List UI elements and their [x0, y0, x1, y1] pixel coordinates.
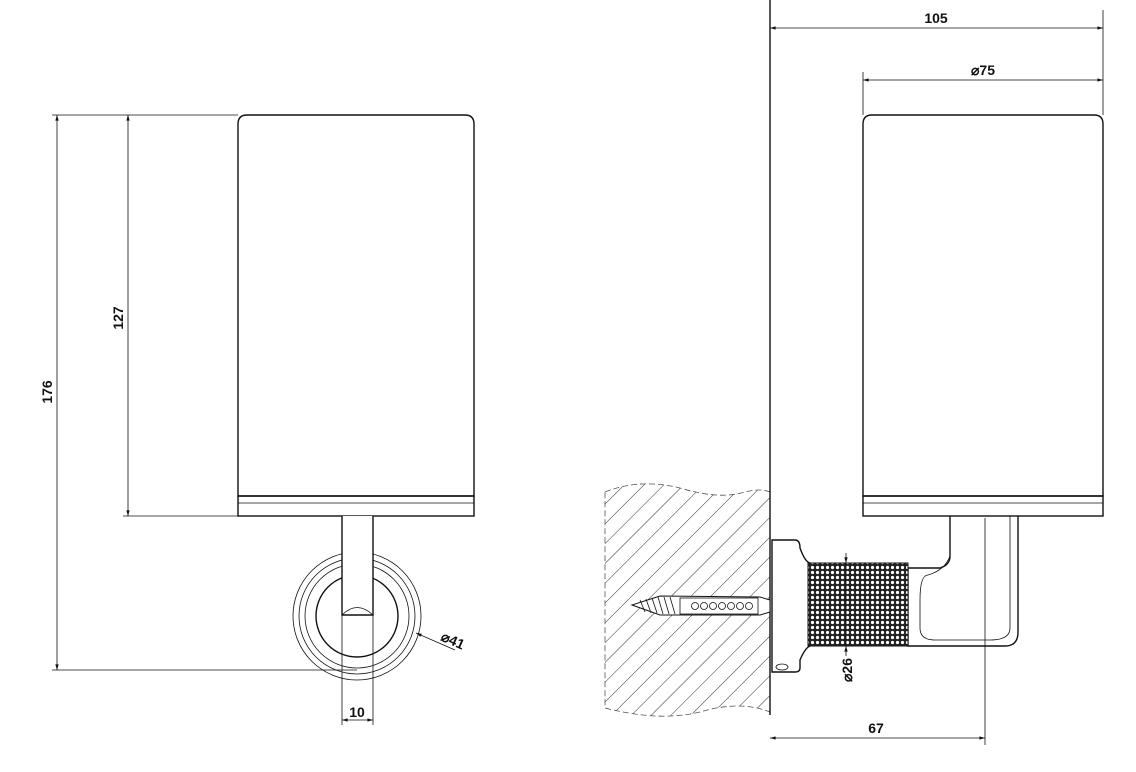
dim-knurl-diameter: ⌀26 [839, 658, 855, 682]
dim-depth-total: 105 [924, 10, 948, 26]
dim-arm-depth: 67 [868, 720, 884, 736]
support-stem [341, 516, 374, 616]
dim-rosette-diameter: ⌀41 [439, 628, 468, 652]
dim-height-container: 127 [110, 306, 126, 330]
container-body [237, 114, 475, 497]
side-view: 105 ⌀75 67 ⌀26 [604, 0, 1104, 745]
support-arm [907, 516, 1019, 647]
wall-anchor-screw [630, 595, 771, 616]
dim-height-total: 176 [39, 380, 55, 404]
knurled-grip [807, 562, 909, 647]
dim-stem-width: 10 [349, 704, 365, 720]
container-base-side [862, 495, 1104, 517]
dim-container-diameter: ⌀75 [971, 62, 995, 78]
container-body-side [862, 114, 1104, 497]
front-view: 176 127 10 ⌀41 [39, 114, 475, 725]
wall-flange [771, 539, 811, 673]
container-base [237, 495, 475, 517]
